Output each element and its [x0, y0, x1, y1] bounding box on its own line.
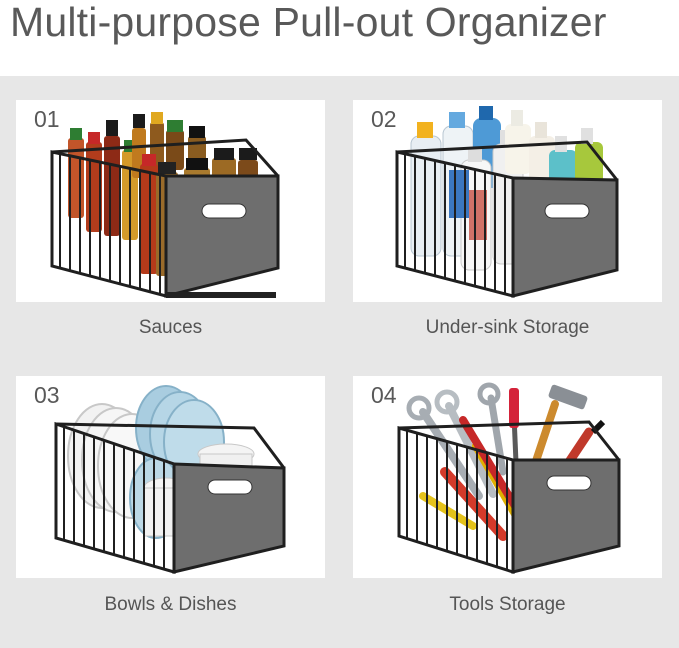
- card-number: 02: [371, 106, 397, 132]
- card-number: 03: [34, 382, 60, 408]
- front-panel: [511, 176, 619, 298]
- card-caption-bowls-and-dishes: Bowls & Dishes: [104, 594, 237, 615]
- card-caption-tools-storage: Tools Storage: [449, 594, 566, 615]
- page-title: Multi-purpose Pull-out Organizer: [10, 0, 607, 45]
- handle-cutout: [207, 479, 253, 495]
- card-caption-under-sink-storage: Under-sink Storage: [425, 317, 590, 338]
- product-uses-panel: 01 Sauces: [0, 76, 679, 648]
- front-panel: [172, 462, 286, 574]
- card-tools-storage: 04: [353, 376, 662, 578]
- card-under-sink-storage: 02: [353, 100, 662, 302]
- wire-basket: [397, 420, 621, 575]
- front-panel: [511, 458, 621, 574]
- card-number: 01: [34, 106, 60, 132]
- card-number: 04: [371, 382, 397, 408]
- card-caption-sauces: Sauces: [138, 317, 203, 338]
- handle-cutout: [201, 203, 247, 219]
- spice-jars-in-basket-illustration: [50, 112, 280, 298]
- card-bowls-and-dishes: 03: [16, 376, 325, 578]
- handle-cutout: [546, 475, 592, 491]
- hand-tools-in-basket-illustration: [397, 382, 621, 575]
- card-sauces: 01: [16, 100, 325, 302]
- plates-and-bowls-in-basket-illustration: [54, 385, 286, 574]
- handle-cutout: [544, 203, 590, 219]
- front-panel: [164, 174, 280, 298]
- cleaning-bottles-in-basket-illustration: [395, 106, 619, 298]
